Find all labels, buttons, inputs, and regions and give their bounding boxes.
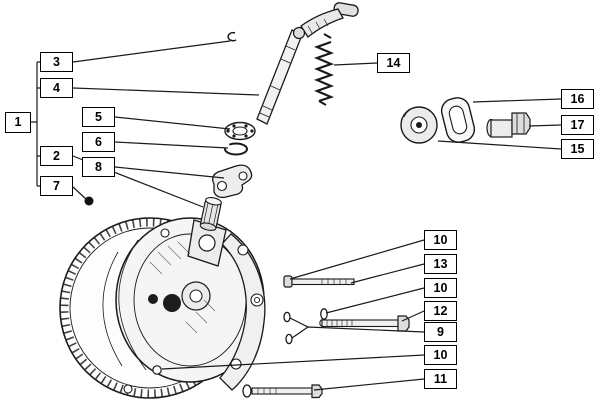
kickstart-shaft-drawing (256, 29, 303, 125)
callout-box-13: 13 (424, 254, 457, 274)
washers-drawing (283, 308, 328, 345)
leader-lines (31, 40, 562, 391)
callout-box-17: 17 (561, 115, 594, 135)
callout-box-15: 15 (561, 139, 594, 159)
set-screw-drawing (84, 196, 94, 206)
roller-pin-drawing (199, 196, 222, 231)
callout-box-11: 11 (424, 369, 457, 389)
callout-box-4: 4 (40, 78, 73, 98)
callout-box-10-third: 10 (424, 345, 457, 365)
callout-box-10-second: 10 (424, 278, 457, 298)
cover-cap-drawing (400, 106, 438, 144)
callout-box-12: 12 (424, 301, 457, 321)
callout-box-8: 8 (82, 157, 115, 177)
gasket-drawing (440, 97, 476, 143)
long-bolt-drawing (319, 315, 410, 332)
circlip-drawing (224, 142, 248, 156)
callout-box-9: 9 (424, 322, 457, 342)
callout-box-5: 5 (82, 107, 115, 127)
ratchet-bracket-drawing (212, 164, 253, 199)
clip-drawing (227, 31, 237, 42)
callout-box-3: 3 (40, 52, 73, 72)
callout-box-1: 1 (5, 112, 31, 133)
callout-box-10-first: 10 (424, 230, 457, 250)
callout-box-16: 16 (561, 89, 594, 109)
callout-box-7: 7 (40, 176, 73, 196)
return-spring-drawing (313, 33, 335, 106)
ball-bearing-drawing (224, 121, 256, 141)
crankcase-cover-drawing (59, 217, 266, 399)
callout-box-6: 6 (82, 132, 115, 152)
callout-box-14: 14 (377, 53, 410, 73)
bottom-bolt-drawing (242, 384, 323, 399)
kickstart-lever-drawing (292, 2, 359, 40)
callout-box-2: 2 (40, 146, 73, 166)
plug-bolt-drawing (486, 112, 531, 138)
